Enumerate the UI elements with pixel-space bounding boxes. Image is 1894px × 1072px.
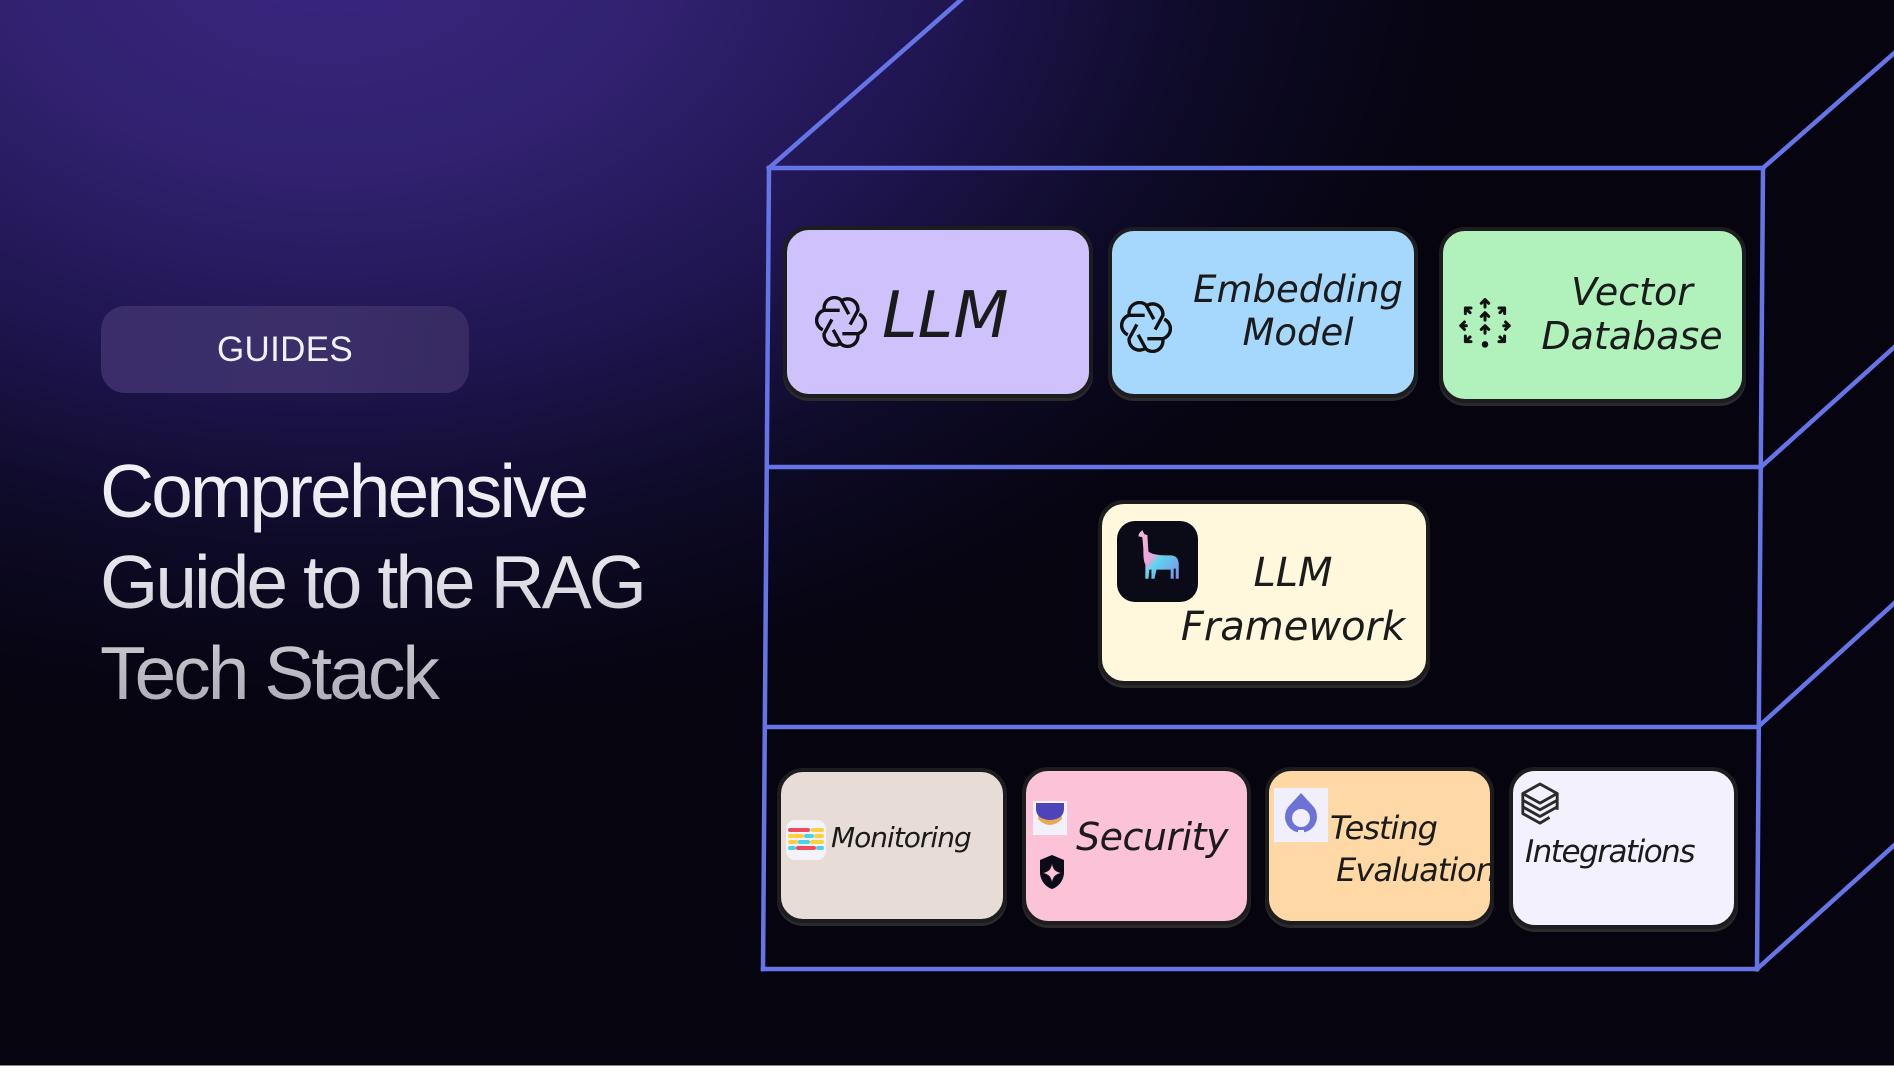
card-embedding-model[interactable]: Embedding Model [1108,227,1418,398]
label-line: LLM [1253,550,1333,596]
bottom-diagonal [1753,842,1894,973]
card-llm[interactable]: LLM [783,226,1093,398]
front-left-edge [760,165,772,972]
card-integrations[interactable]: Integrations [1509,767,1738,929]
card-embedding-label: Embedding Model [1182,268,1414,354]
shield-icon [1040,855,1064,889]
label-line: Testing [1330,809,1438,847]
monitoring-bars-icon [786,820,826,860]
shelf-2-diagonal [1754,600,1894,731]
card-integrations-label: Integrations [1525,834,1695,870]
card-framework-label: LLM Framework [1162,546,1424,654]
label-line: Database [1541,313,1723,358]
label-line: Model [1242,310,1354,354]
top-left-diagonal [765,0,965,172]
llama-icon [1117,521,1198,602]
openai-icon [1120,301,1172,353]
security-badge-icon [1033,801,1067,835]
openai-icon [815,296,867,348]
card-testing-label: Testing Evaluation [1305,807,1496,891]
label-line: Evaluation [1336,851,1496,889]
ring-drop-icon [1274,788,1328,842]
vector-arrows-icon [1459,298,1511,348]
layers-icon [1521,782,1559,825]
label-line: Framework [1180,604,1406,650]
category-badge[interactable]: GUIDES [101,306,469,393]
label-line: Embedding [1193,268,1403,311]
card-monitoring-label: Monitoring [831,821,972,854]
card-monitoring[interactable]: Monitoring [777,768,1007,923]
card-vector-label: Vector Database [1521,270,1743,358]
card-testing-evaluation[interactable]: Testing Evaluation [1265,767,1496,925]
top-right-diagonal [1759,50,1894,172]
card-llm-framework[interactable]: LLM Framework [1098,500,1430,685]
category-badge-label: GUIDES [217,329,353,369]
label-line: Vector [1571,270,1693,314]
card-llm-label: LLM [882,279,1009,353]
card-vector-database[interactable]: Vector Database [1439,227,1746,403]
shelf-1-diagonal [1757,344,1894,471]
card-security[interactable]: Security [1022,767,1251,925]
card-security-label: Security [1076,815,1229,859]
front-right-edge [1754,165,1766,972]
